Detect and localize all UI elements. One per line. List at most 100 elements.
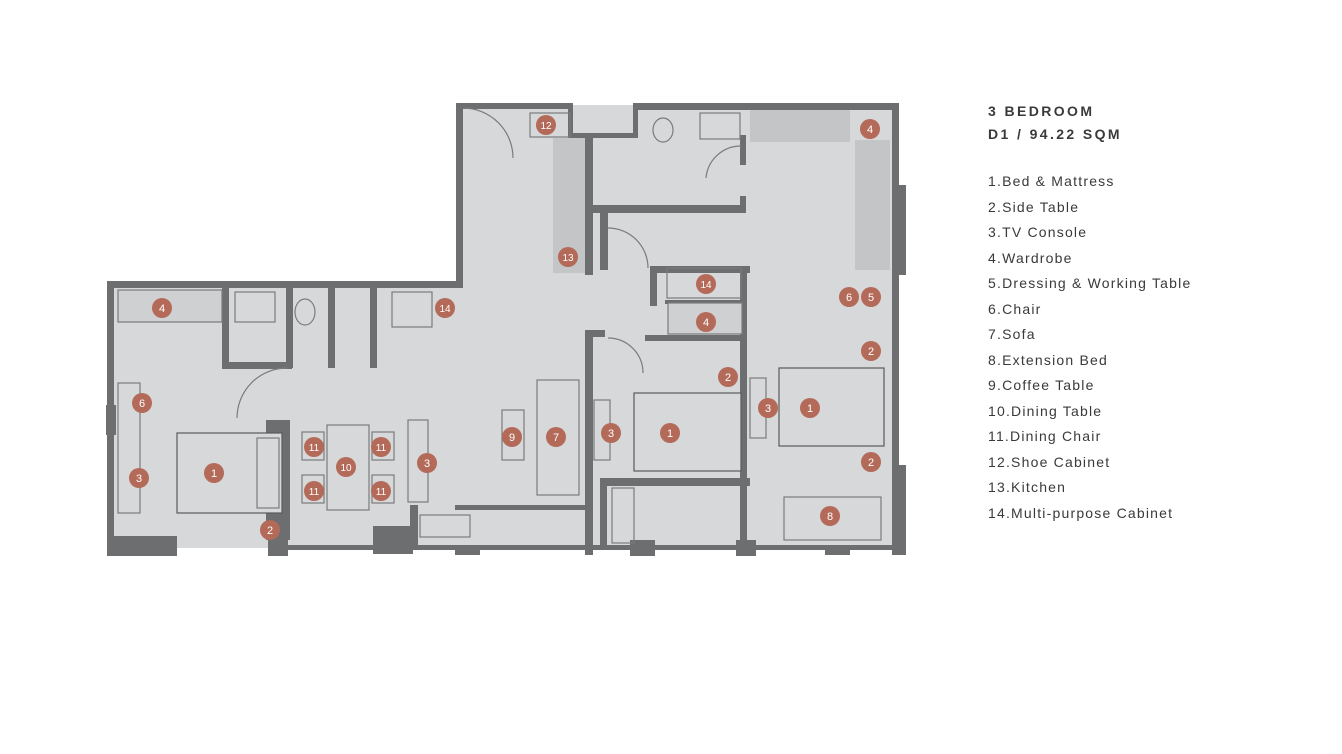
- legend-item: 8.Extension Bed: [988, 351, 1108, 368]
- marker-label: 13: [562, 253, 574, 264]
- legend-item: 12.Shoe Cabinet: [988, 453, 1111, 470]
- marker-circle: [502, 427, 522, 447]
- marker-4: 4: [860, 119, 880, 139]
- marker-label: 7: [553, 432, 559, 444]
- marker-label: 11: [376, 443, 387, 454]
- marker-label: 11: [309, 487, 320, 498]
- marker-5: 5: [861, 287, 881, 307]
- marker-circle: [304, 481, 324, 501]
- marker-circle: [536, 115, 556, 135]
- marker-2: 2: [718, 367, 738, 387]
- marker-14: 14: [435, 298, 455, 318]
- marker-circle: [696, 312, 716, 332]
- marker-14: 14: [696, 274, 716, 294]
- marker-label: 4: [703, 317, 709, 329]
- marker-11: 11: [304, 437, 324, 457]
- legend-item: 14.Multi-purpose Cabinet: [988, 504, 1174, 521]
- marker-circle: [417, 453, 437, 473]
- marker-circle: [601, 423, 621, 443]
- marker-label: 3: [765, 403, 771, 415]
- marker-3: 3: [601, 423, 621, 443]
- marker-circle: [435, 298, 455, 318]
- legend-item: 2.Side Table: [988, 198, 1080, 215]
- marker-label: 2: [868, 346, 874, 358]
- marker-label: 11: [376, 487, 387, 498]
- marker-label: 3: [136, 473, 142, 485]
- marker-label: 14: [439, 304, 451, 315]
- marker-label: 8: [827, 511, 833, 523]
- marker-label: 2: [267, 525, 273, 537]
- marker-9: 9: [502, 427, 522, 447]
- marker-circle: [152, 298, 172, 318]
- marker-label: 5: [868, 292, 874, 304]
- marker-circle: [336, 457, 356, 477]
- marker-4: 4: [152, 298, 172, 318]
- marker-6: 6: [132, 393, 152, 413]
- marker-circle: [800, 398, 820, 418]
- marker-11: 11: [371, 481, 391, 501]
- marker-3: 3: [129, 468, 149, 488]
- marker-11: 11: [371, 437, 391, 457]
- marker-label: 1: [667, 428, 673, 440]
- marker-label: 2: [868, 457, 874, 469]
- furniture-legend: 1.Bed & Mattress 2.Side Table 3.TV Conso…: [988, 172, 1191, 529]
- marker-11: 11: [304, 481, 324, 501]
- marker-label: 9: [509, 432, 515, 444]
- marker-circle: [204, 463, 224, 483]
- legend-item: 11.Dining Chair: [988, 428, 1102, 444]
- marker-label: 4: [159, 303, 165, 315]
- marker-circle: [696, 274, 716, 294]
- legend-item: 5.Dressing & Working Table: [988, 275, 1192, 291]
- furniture: [117, 107, 885, 544]
- marker-circle: [861, 452, 881, 472]
- marker-3: 3: [758, 398, 778, 418]
- marker-circle: [758, 398, 778, 418]
- marker-circle: [371, 481, 391, 501]
- marker-1: 1: [204, 463, 224, 483]
- marker-circle: [304, 437, 324, 457]
- legend-item: 6.Chair: [988, 300, 1042, 317]
- marker-label: 3: [424, 458, 430, 470]
- legend-item: 1.Bed & Mattress: [988, 173, 1115, 189]
- marker-2: 2: [861, 341, 881, 361]
- marker-10: 10: [336, 457, 356, 477]
- marker-label: 10: [340, 463, 352, 474]
- marker-circle: [860, 119, 880, 139]
- marker-label: 6: [846, 292, 852, 304]
- marker-circle: [718, 367, 738, 387]
- marker-label: 3: [608, 428, 614, 440]
- marker-3: 3: [417, 453, 437, 473]
- marker-7: 7: [546, 427, 566, 447]
- marker-circle: [371, 437, 391, 457]
- marker-2: 2: [861, 452, 881, 472]
- marker-circle: [820, 506, 840, 526]
- marker-circle: [660, 423, 680, 443]
- marker-label: 1: [807, 403, 813, 415]
- marker-8: 8: [820, 506, 840, 526]
- legend-item: 7.Sofa: [988, 326, 1036, 342]
- marker-1: 1: [800, 398, 820, 418]
- marker-circle: [129, 468, 149, 488]
- marker-circle: [546, 427, 566, 447]
- marker-label: 14: [700, 280, 712, 291]
- marker-4: 4: [696, 312, 716, 332]
- marker-label: 12: [540, 121, 552, 132]
- marker-label: 1: [211, 468, 217, 480]
- marker-circle: [861, 287, 881, 307]
- legend-item: 4.Wardrobe: [988, 249, 1073, 266]
- marker-circle: [132, 393, 152, 413]
- legend-item: 13.Kitchen: [988, 479, 1067, 495]
- marker-12: 12: [536, 115, 556, 135]
- legend-item: 10.Dining Table: [988, 402, 1103, 419]
- marker-label: 6: [139, 398, 145, 410]
- marker-circle: [861, 341, 881, 361]
- legend-item: 3.TV Console: [988, 224, 1088, 240]
- plan-title: 3 BEDROOM: [988, 103, 1095, 119]
- plan-area: D1 / 94.22 SQM: [988, 126, 1122, 142]
- marker-2: 2: [260, 520, 280, 540]
- marker-circle: [260, 520, 280, 540]
- marker-13: 13: [558, 247, 578, 267]
- marker-label: 2: [725, 372, 731, 384]
